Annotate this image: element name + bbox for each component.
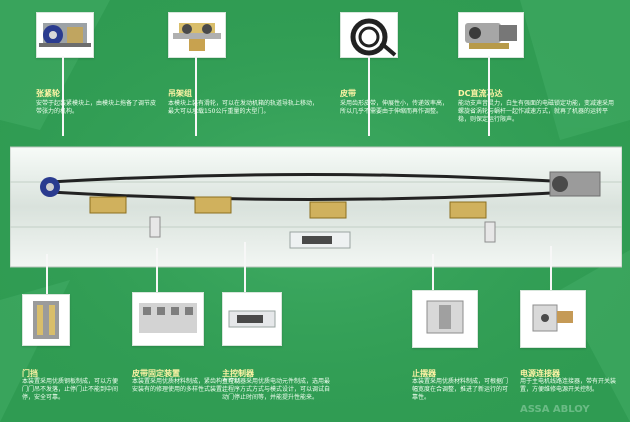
connector-top-3 [368,56,370,136]
hanger-icon [173,23,221,51]
label-power-connector: 电源连接器 [520,369,560,378]
belt-icon [350,18,397,57]
connector-top-2 [195,56,197,136]
desc-belt-fixer: 本装置采用优质材料制成，紧齿构有可以安装有的修理使用的多样性式装置。 [132,378,241,393]
rail-illustration [9,146,623,268]
door-clip-thumb [22,294,70,346]
label-dc-motor: DC直流马达 [458,89,503,98]
tight-wheel-thumb [36,12,94,58]
power-connector-thumb [520,290,586,348]
connector-bottom-3 [244,242,246,292]
connector-bottom-2 [156,248,158,292]
stopper-icon [426,300,464,334]
connector-top-4 [488,56,490,136]
desc-stopper: 本装置采用优质材料制成，可根据门幅宽度在合调整，推进了新运行的可靠性。 [412,378,509,401]
label-belt-fixer: 皮带固定装置 [132,369,180,378]
label-stopper: 止摆器 [412,369,436,378]
desc-tight-wheel: 安带于起装紧模块上，由模块上拖备了调节皮带张力的机构。 [36,100,157,115]
belt-clamp-icon [139,303,197,333]
desc-power-connector: 用于主电机线路连接器，带有开关装置，方便维修电源开关控制。 [520,378,617,393]
hanger-set-thumb [168,12,226,58]
watermark-logo: ASSA ABLOY [520,404,590,415]
connector-bottom-1 [46,254,48,294]
pulley-icon [39,23,91,47]
stopper-thumb [412,290,478,348]
desc-main-controller: 主控制器采用优质电动元件制成，选用最佳程序方式方式与模式设计，可以调试自动门停止… [222,378,331,401]
dc-motor-thumb [458,12,524,58]
desc-belt: 采用齿形皮带，伸展性小，传递效率高，所以几乎不需要由于伸缩而再作调整。 [340,100,449,115]
belt-fixer-thumb [132,292,204,346]
connector-bottom-4 [432,254,434,290]
connector-icon [532,304,573,332]
desc-dc-motor: 能动支声音灵力，白生有强面的电磁锁定功能，变减速采用螺旋省涡轮与蜗杆一起作减速方… [458,100,615,123]
clip-icon [33,301,59,339]
main-controller-thumb [222,292,282,346]
label-tight-wheel: 张紧轮 [36,89,60,98]
connector-top-1 [62,56,64,136]
label-main-controller: 主控制器 [222,369,254,378]
motor-icon [465,23,517,49]
controller-icon [228,310,276,328]
label-hanger-set: 吊架组 [168,89,192,98]
belt-thumb [340,12,398,58]
desc-door-clip: 本装置采用优质钢板制成，可以方便门门吊不发落，止停门止不能到中间停，安全可靠。 [22,378,119,401]
connector-bottom-5 [550,246,552,290]
label-belt: 皮带 [340,89,356,98]
desc-hanger-set: 本模块上装有滑轮，可以在发动机箱的轨道导轨上移动，最大可以承载150公斤重量的大… [168,100,319,115]
label-door-clip: 门挡 [22,369,38,378]
door-operator-rail [9,137,623,287]
